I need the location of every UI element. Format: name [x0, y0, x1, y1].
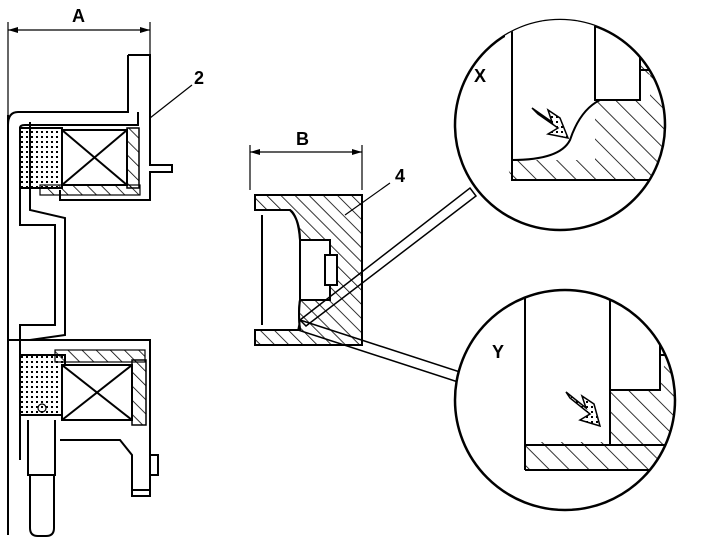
label-dimension-b: B — [296, 129, 309, 149]
detail-y: Y — [453, 288, 677, 512]
label-detail-x: X — [474, 66, 486, 86]
housing-part-2: A 2 — [7, 6, 204, 537]
flow-arrow-y — [565, 391, 602, 428]
dimension-a: A — [7, 6, 151, 115]
label-dimension-a: A — [72, 6, 85, 26]
ring-part-4: B 4 — [249, 129, 405, 346]
label-part-2: 2 — [194, 68, 204, 88]
label-part-4: 4 — [395, 166, 405, 186]
label-detail-y: Y — [492, 342, 504, 362]
flow-arrow-x — [531, 107, 570, 140]
detail-x: X — [453, 18, 667, 232]
dimension-b: B — [249, 129, 363, 190]
